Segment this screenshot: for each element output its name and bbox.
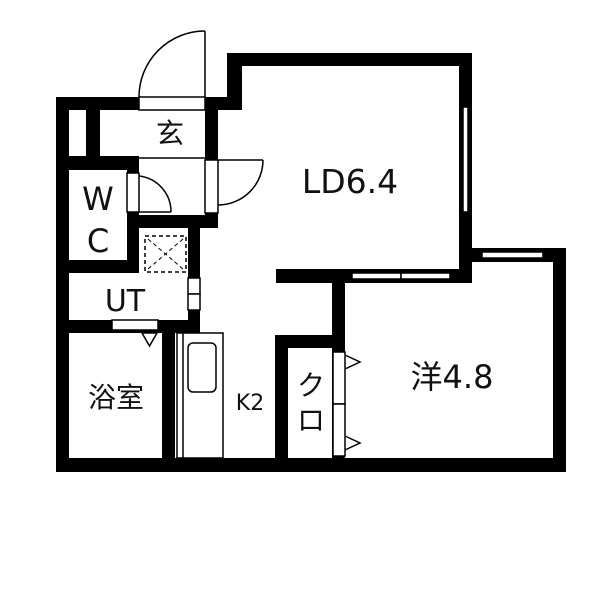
closet-label-2: ロ bbox=[297, 404, 325, 437]
windows bbox=[111, 96, 544, 457]
wc-door bbox=[138, 175, 172, 213]
entrance-label: 玄 bbox=[156, 117, 184, 150]
wc-label-w: W bbox=[82, 180, 114, 218]
bath-door-marker bbox=[140, 332, 159, 348]
kitchen-counter bbox=[176, 332, 224, 459]
closet-door-marker bbox=[344, 354, 362, 370]
bathroom-label: 浴室 bbox=[88, 381, 144, 414]
ld-door bbox=[217, 159, 264, 206]
entrance-door bbox=[138, 30, 206, 98]
utility-label: UT bbox=[105, 284, 146, 319]
washing-machine-space bbox=[144, 235, 187, 273]
closet-label-1: ク bbox=[297, 369, 325, 402]
wc-label-c: C bbox=[87, 222, 109, 260]
sink-icon bbox=[187, 342, 217, 393]
western-room-label: 洋4.8 bbox=[411, 358, 494, 396]
kitchen-label: K2 bbox=[236, 391, 264, 416]
living-dining-label: LD6.4 bbox=[302, 162, 398, 201]
closet-door-marker bbox=[344, 435, 362, 451]
